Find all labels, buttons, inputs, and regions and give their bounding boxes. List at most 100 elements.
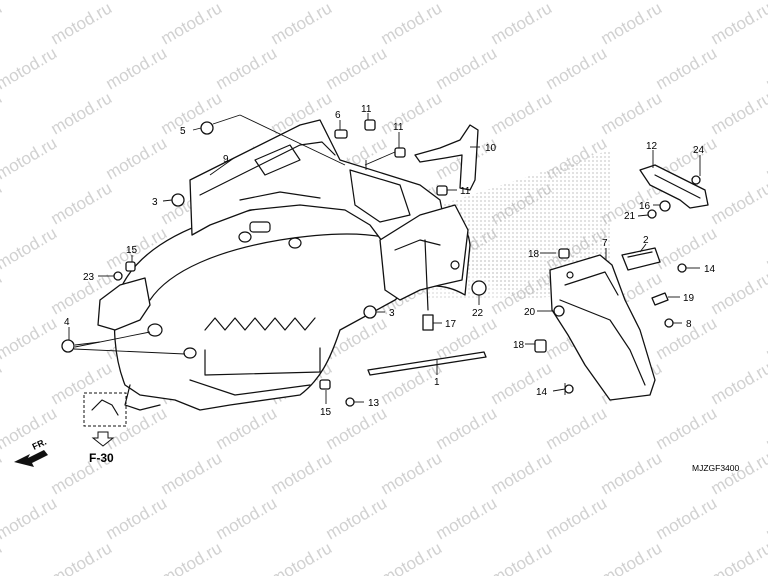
- callout-17: 17: [445, 319, 457, 330]
- watermark-text: motod.ru: [0, 493, 60, 543]
- reference-box: [83, 392, 127, 447]
- callout-11: 11: [393, 122, 404, 133]
- watermark-text: motod.ru: [213, 0, 281, 3]
- callout-16: 16: [639, 201, 651, 212]
- watermark-text: motod.ru: [488, 358, 556, 408]
- callout-15: 15: [126, 245, 138, 256]
- watermark-text: motod.ru: [433, 0, 501, 3]
- watermark-text: motod.ru: [268, 448, 336, 498]
- watermark-text: motod.ru: [763, 133, 768, 183]
- watermark-text: motod.ru: [378, 88, 446, 138]
- watermark-text: motod.ru: [708, 88, 768, 138]
- diagram-code: MJZGF3400: [692, 463, 740, 473]
- watermark-text: motod.ru: [268, 538, 336, 576]
- watermark-text: motod.ru: [763, 313, 768, 363]
- callout-10: 10: [485, 143, 497, 154]
- watermark-text: motod.ru: [543, 493, 611, 543]
- leader-lines: [68, 113, 701, 404]
- watermark-text: motod.ru: [0, 0, 60, 3]
- watermark-text: motod.ru: [488, 448, 556, 498]
- watermark-text: motod.ru: [763, 493, 768, 543]
- watermark-text: motod.ru: [0, 268, 5, 318]
- callout-6: 6: [335, 110, 341, 121]
- fender-left-bracket: [97, 277, 151, 331]
- watermark-text: motod.ru: [103, 133, 171, 183]
- watermark-text: motod.ru: [213, 43, 281, 93]
- callout-7: 7: [602, 238, 608, 249]
- hardware: [61, 119, 701, 407]
- watermark-text: motod.ru: [653, 493, 721, 543]
- callout-14: 14: [536, 387, 548, 398]
- watermark-text: motod.ru: [378, 0, 446, 48]
- watermark-text: motod.ru: [323, 493, 391, 543]
- watermark-text: motod.ru: [158, 0, 226, 48]
- watermark-text: motod.ru: [708, 358, 768, 408]
- bracket-part-12: [639, 164, 709, 209]
- watermark-text: motod.ru: [0, 133, 60, 183]
- fender-tail-section: [379, 204, 469, 311]
- watermark-text: motod.ru: [598, 88, 666, 138]
- callout-4: 4: [64, 317, 70, 328]
- callout-18: 18: [513, 340, 525, 351]
- watermark-text: motod.ru: [48, 88, 116, 138]
- callout-3: 3: [152, 197, 158, 208]
- watermark-text: motod.ru: [48, 0, 116, 48]
- watermark-text: motod.ru: [763, 403, 768, 453]
- watermark-text: motod.ru: [0, 88, 5, 138]
- watermark-text: motod.ru: [0, 313, 60, 363]
- watermark-text: motod.ru: [103, 0, 171, 3]
- watermark-text: motod.ru: [158, 88, 226, 138]
- watermark-text: motod.ru: [378, 538, 446, 576]
- inner-guard-part-7: [549, 254, 656, 401]
- watermark-text: motod.ru: [0, 358, 5, 408]
- watermark-text: motod.ru: [598, 0, 666, 48]
- watermark-text: motod.ru: [488, 538, 556, 576]
- watermark-text: motod.ru: [543, 403, 611, 453]
- callout-numbers: 5 3 9 6 11 11 10 11 15 23 4 3 17 22 1 15…: [64, 104, 716, 418]
- callout-14: 14: [704, 264, 716, 275]
- watermark-text: motod.ru: [488, 0, 556, 48]
- front-direction-arrow: [14, 450, 48, 467]
- watermark-text: motod.ru: [0, 0, 5, 48]
- watermark-text: motod.ru: [598, 538, 666, 576]
- bracket-part-10: [414, 124, 479, 191]
- watermark-text: motod.ru: [653, 0, 721, 3]
- watermark-text: motod.ru: [543, 43, 611, 93]
- watermark-text: motod.ru: [0, 178, 5, 228]
- watermark-text: motod.ru: [103, 43, 171, 93]
- callout-11: 11: [361, 104, 372, 115]
- watermark-text: motod.ru: [268, 0, 336, 48]
- watermark-text: motod.ru: [213, 493, 281, 543]
- watermark-text: motod.ru: [433, 43, 501, 93]
- watermark-text: motod.ru: [763, 223, 768, 273]
- watermark-text: motod.ru: [0, 223, 60, 273]
- reference-label: F-30: [89, 451, 114, 465]
- callout-8: 8: [686, 319, 692, 330]
- rod-part-1: [367, 351, 487, 376]
- watermark-text: motod.ru: [433, 403, 501, 453]
- direction-label: FR.: [31, 437, 48, 452]
- callout-12: 12: [646, 141, 658, 152]
- callout-19: 19: [683, 293, 695, 304]
- callout-24: 24: [693, 145, 705, 156]
- watermark-text: motod.ru: [488, 88, 556, 138]
- watermark-text: motod.ru: [103, 403, 171, 453]
- watermark-text: motod.ru: [598, 448, 666, 498]
- watermark-text: motod.ru: [158, 448, 226, 498]
- watermark-text: motod.ru: [0, 403, 60, 453]
- watermark-text: motod.ru: [763, 43, 768, 93]
- callout-11: 11: [460, 186, 471, 197]
- watermark-text: motod.ru: [653, 403, 721, 453]
- watermark-text: motod.ru: [708, 268, 768, 318]
- callout-18: 18: [528, 249, 540, 260]
- callout-20: 20: [524, 307, 536, 318]
- watermark-text: motod.ru: [0, 448, 5, 498]
- pad-part-2: [621, 247, 661, 271]
- watermark-text: motod.ru: [323, 0, 391, 3]
- callout-13: 13: [368, 398, 380, 409]
- watermark-text: motod.ru: [0, 538, 5, 576]
- watermark-text: motod.ru: [708, 538, 768, 576]
- watermark-text: motod.ru: [48, 538, 116, 576]
- callout-9: 9: [223, 154, 229, 165]
